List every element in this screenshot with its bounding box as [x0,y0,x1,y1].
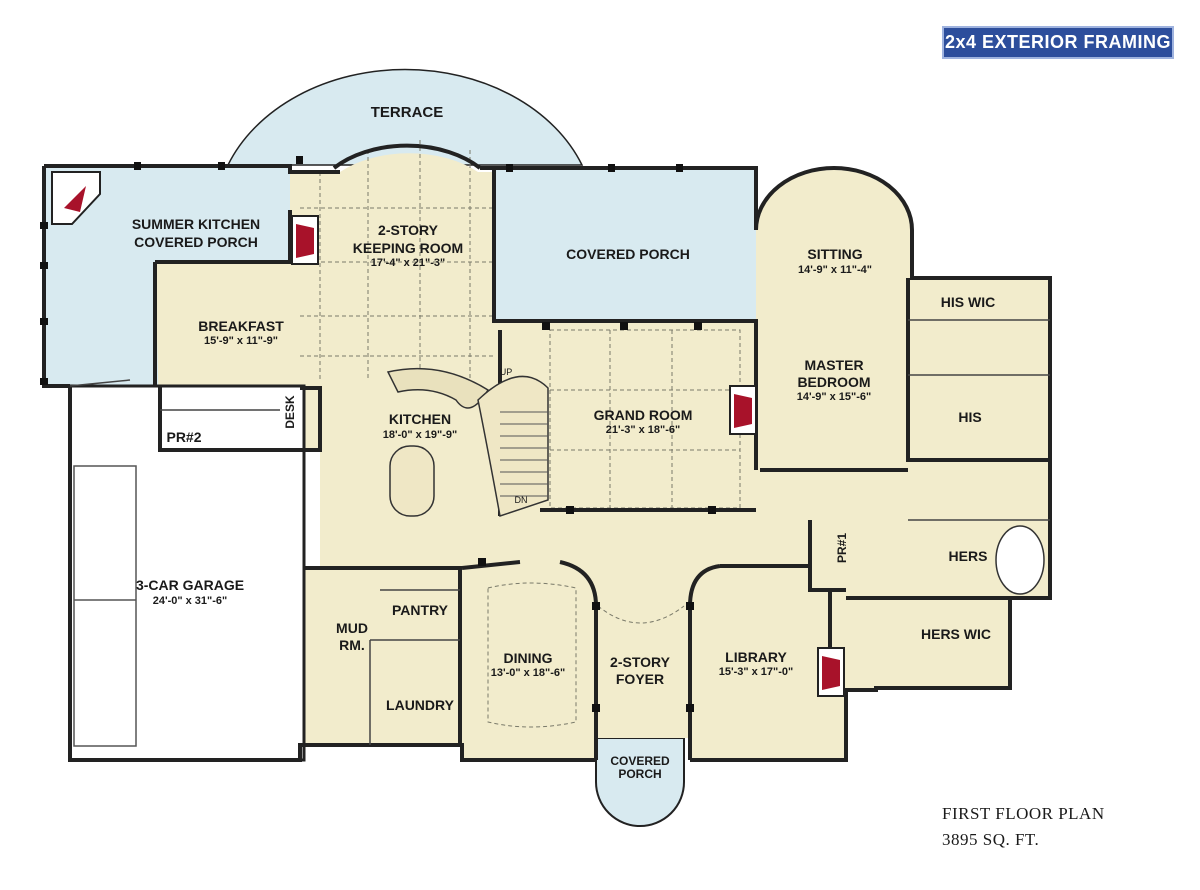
summer-kitchen-label: SUMMER KITCHEN [132,216,260,232]
library-dimensions: 15'-3" x 17"-0" [719,666,794,678]
dining-dimensions: 13'-0" x 18"-6" [491,667,566,679]
interior-floor [155,153,1050,761]
entry-porch-sub-label: PORCH [618,767,661,781]
foyer-label: FOYER [616,671,664,687]
exterior-walls [42,143,1052,762]
kitchen-dimensions: 18'-0" x 19"-9" [383,429,458,441]
dining-label: DINING [504,650,553,666]
garage-dimensions: 24'-0" x 31"-6" [153,595,228,607]
hers-wic-label: HERS WIC [921,626,991,642]
powder-room-1-label: PR#1 [835,533,849,563]
hers-tub [995,525,1045,595]
framing-badge: 2x4 EXTERIOR FRAMING [942,26,1174,59]
master-bedroom-label: BEDROOM [797,374,870,390]
breakfast-dimensions: 15'-9" x 11"-9" [204,335,278,347]
garage-bay-outline [73,465,137,747]
keeping-room-label: KEEPING ROOM [353,240,463,256]
hers-bath-label: HERS [949,548,988,564]
terrace-area [226,68,584,166]
his-wic-label: HIS WIC [941,294,995,310]
foyer-ceiling-outline [597,605,685,624]
pantry-label: PANTRY [392,602,449,618]
grand-stair [477,375,549,517]
his-bath-label: HIS [958,409,981,425]
laundry-label: LAUNDRY [386,697,455,713]
covered-porch-label: COVERED PORCH [566,246,690,262]
sitting-dimensions: 14'-9" x 11"-4" [798,264,872,276]
powder-room-2-label: PR#2 [166,429,201,445]
breakfast-label: BREAKFAST [198,318,284,334]
plan-title: FIRST FLOOR PLAN [942,804,1105,823]
porch-posts [40,156,716,712]
fireplaces [51,171,845,697]
summer-kitchen-porch-label: COVERED PORCH [134,234,258,250]
garage-label: 3-CAR GARAGE [136,577,244,593]
foyer-story-label: 2-STORY [610,654,671,670]
kitchen-label: KITCHEN [389,411,451,427]
entry-porch-area [595,737,685,827]
mud-room-abbrev-label: RM. [339,637,365,653]
plan-area: 3895 SQ. FT. [942,830,1040,849]
sitting-label: SITTING [807,246,862,262]
grand-room-dimensions: 21'-3" x 18"-6" [606,424,681,436]
keeping-room-grid [300,140,494,380]
keeping-room-dimensions: 17'-4" x 21"-3" [371,257,446,269]
master-bedroom-dimensions: 14'-9" x 15"-6" [797,391,872,403]
kitchen-curved-counter [386,367,490,409]
master-label: MASTER [804,357,863,373]
keeping-room-story-label: 2-STORY [378,222,439,238]
mud-room-label: MUD [336,620,368,636]
kitchen-island [389,445,435,517]
stair-treads [500,411,548,497]
entry-porch-label: COVERED [610,754,670,768]
library-label: LIBRARY [725,649,787,665]
desk-label: DESK [283,395,297,429]
covered-porch-area [494,166,756,321]
stair-up-label: UP [500,367,513,377]
grand-room-label: GRAND ROOM [594,407,693,423]
dining-ceiling-outline [487,582,577,728]
stair-down-label: DN [515,495,528,505]
terrace-label: TERRACE [371,104,444,121]
